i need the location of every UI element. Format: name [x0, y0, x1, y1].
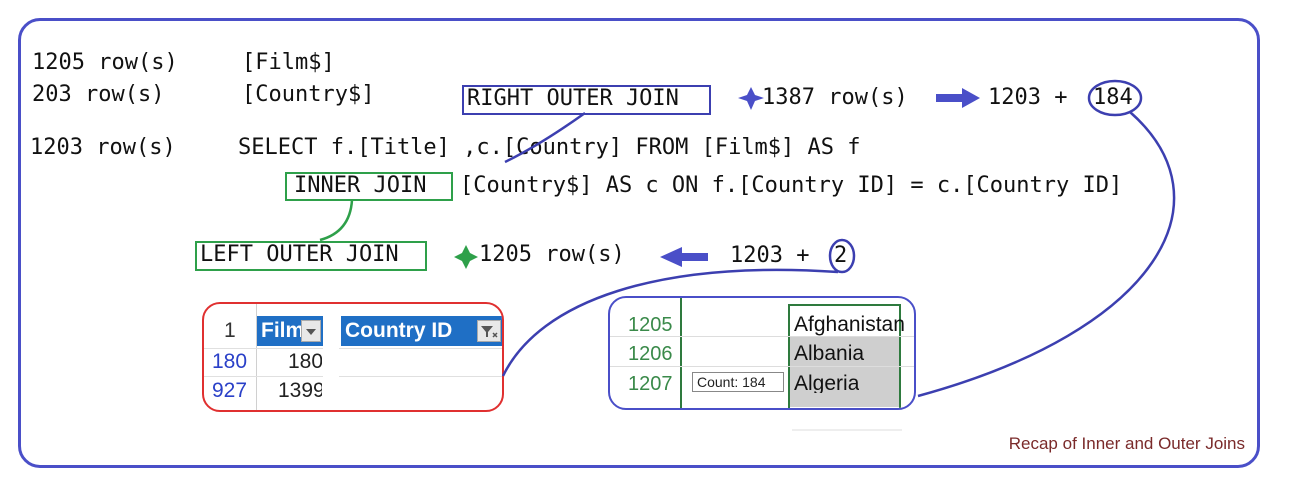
join-condition: [Country$] AS c ON f.[Country ID] = c.[C…: [460, 173, 1123, 198]
left-outer-join-box: [195, 241, 427, 271]
inner-join-box: [285, 172, 453, 201]
film-cell: 1399: [278, 379, 322, 402]
right-join-sum-base: 1203 +: [988, 85, 1068, 110]
country-sheet-row-number: 1205: [628, 314, 673, 336]
sparkle-icon: [454, 245, 478, 269]
country-table-name: [Country$]: [242, 82, 375, 107]
select-statement: SELECT f.[Title] ,c.[Country] FROM [Film…: [238, 135, 861, 160]
film-column-label: Film: [261, 319, 305, 342]
country-sheet-panel: 1205 Afghanistan 1206 Albania 1207 Alger…: [608, 296, 916, 410]
right-join-sum-extra: 184: [1093, 85, 1133, 110]
filter-dropdown-icon[interactable]: [301, 320, 321, 342]
left-join-row-count: 1205 row(s): [479, 242, 625, 267]
country-cell: Albania: [794, 342, 865, 365]
extra-rows-connector: [917, 111, 1176, 398]
caption: Recap of Inner and Outer Joins: [1008, 434, 1245, 453]
left-arrow-icon: [660, 247, 708, 267]
film-cell: 180: [288, 350, 322, 373]
left-join-sum-base: 1203 +: [730, 243, 810, 268]
country-id-column-label: Country ID: [345, 319, 453, 342]
filter-applied-icon[interactable]: [477, 320, 501, 342]
right-arrow-icon: [936, 88, 980, 108]
left-join-sum-extra: 2: [834, 243, 848, 268]
film-row-count: 1205 row(s): [32, 50, 178, 75]
country-sheet-row-number: 1207: [628, 373, 673, 393]
right-outer-join-box: [462, 85, 711, 115]
country-cell: Afghanistan: [794, 313, 905, 336]
film-table-name: [Film$]: [242, 50, 335, 75]
country-cell: Algeria: [794, 372, 860, 393]
outer-frame: [18, 18, 1260, 468]
film-sheet-row-number: 180: [212, 350, 248, 373]
inner-join-label: INNER JOIN: [294, 173, 427, 198]
left-join-connector: [319, 199, 354, 242]
right-outer-join-label: RIGHT OUTER JOIN: [467, 86, 679, 111]
left-outer-join-label: LEFT OUTER JOIN: [200, 242, 399, 267]
film-sheet-row-number: 927: [212, 379, 248, 402]
country-row-count: 203 row(s): [32, 82, 165, 107]
unmatched-rows-connector: [501, 268, 839, 377]
header-row-number: 1: [224, 319, 236, 342]
right-join-row-count: 1387 row(s): [762, 85, 908, 110]
right-join-connector: [504, 111, 586, 164]
film-column-header[interactable]: Film: [257, 316, 323, 346]
count-tooltip: Count: 184: [692, 372, 784, 392]
highlight-circle-2: [828, 238, 856, 274]
inner-join-row-count: 1203 row(s): [30, 135, 176, 160]
highlight-circle-184: [1087, 79, 1143, 117]
count-label: Count: 184: [697, 374, 766, 390]
sparkle-icon: [738, 87, 764, 110]
film-sheet-panel: 1 Film Country ID 180 180 927 1399: [202, 302, 504, 412]
country-sheet-row-number: 1206: [628, 343, 673, 365]
country-id-column-header[interactable]: Country ID: [341, 316, 502, 346]
